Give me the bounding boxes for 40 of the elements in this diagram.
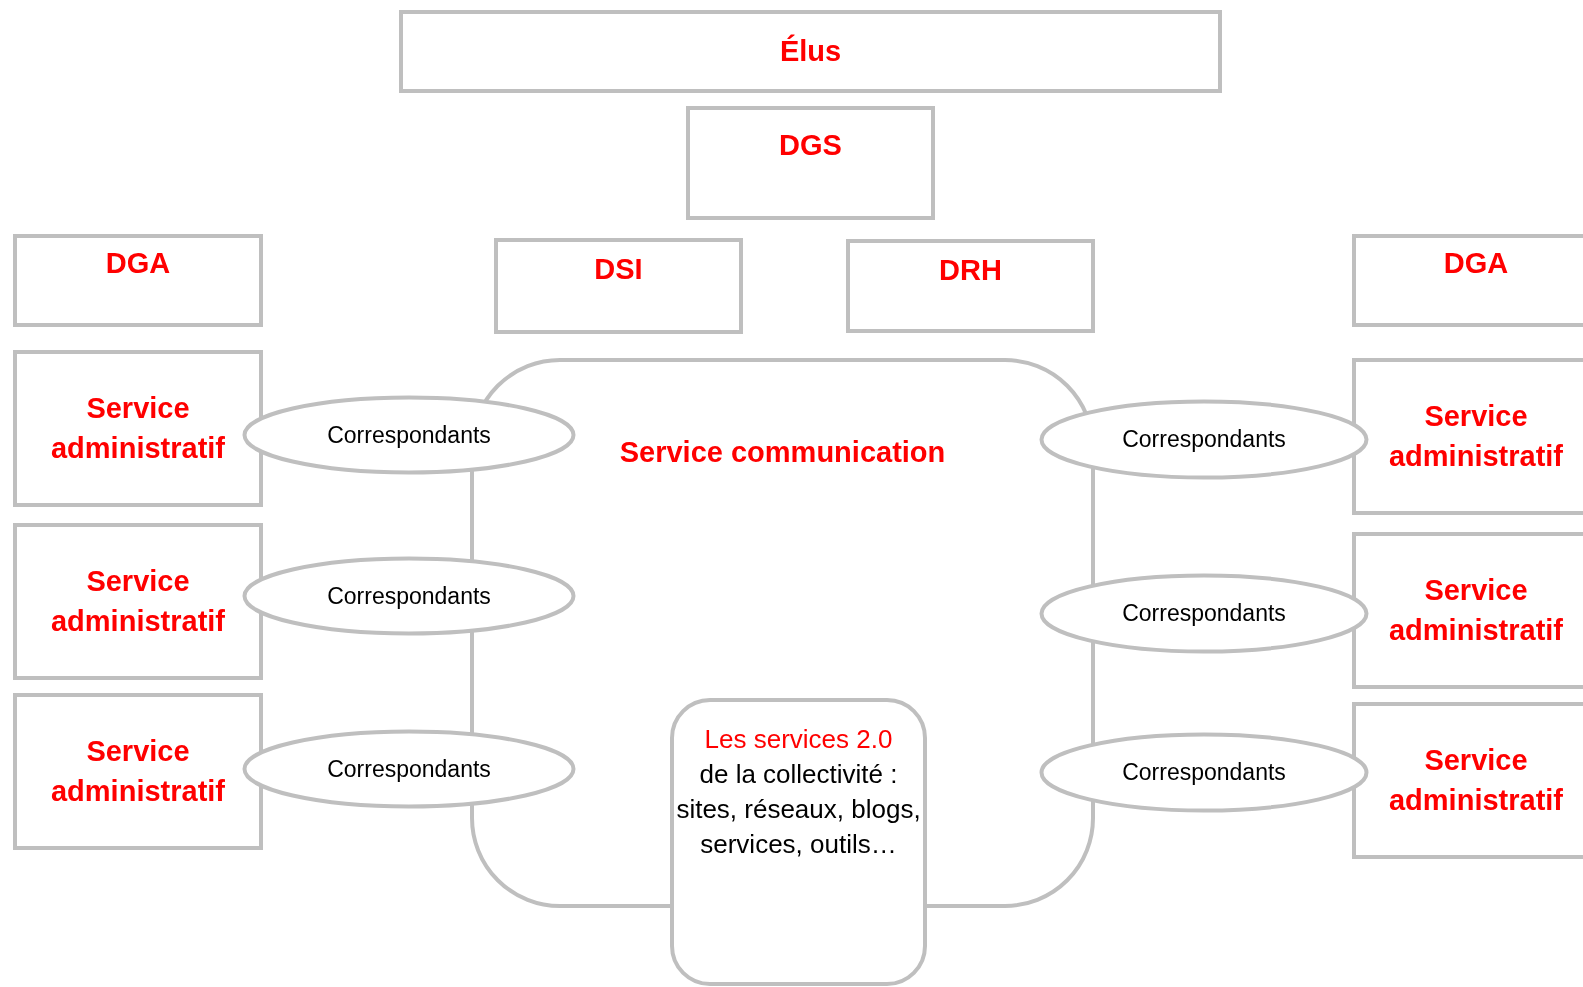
node-title: Service administratif xyxy=(1388,399,1564,474)
org-box xyxy=(1352,358,1583,515)
org-box xyxy=(494,238,743,334)
node-title: DGS xyxy=(779,128,842,163)
ellipse-node xyxy=(1039,573,1369,654)
node-label: Correspondants xyxy=(1122,426,1286,453)
node-title: DRH xyxy=(939,253,1002,288)
org-box xyxy=(399,10,1222,93)
org-box xyxy=(686,106,935,220)
node-title: Service administratif xyxy=(50,564,226,639)
node-title: Service administratif xyxy=(50,391,226,466)
node-label: Correspondants xyxy=(1122,600,1286,627)
node-title: DGA xyxy=(1443,246,1509,281)
ellipse-node xyxy=(242,556,576,636)
node-label: Correspondants xyxy=(327,755,491,783)
node-label: Correspondants xyxy=(327,582,491,610)
org-box xyxy=(1352,532,1583,689)
org-box xyxy=(13,234,263,327)
org-box xyxy=(846,239,1095,333)
node-label: Correspondants xyxy=(327,421,491,449)
org-box xyxy=(13,693,263,850)
heading-text: Les services 2.0 xyxy=(704,723,893,756)
body-text: de la collectivité : sites, réseaux, blogs, services, outils… xyxy=(675,758,922,862)
org-box xyxy=(13,523,263,680)
ellipse-node xyxy=(1039,732,1369,813)
node-title: Service communication xyxy=(619,435,946,470)
ellipse-node xyxy=(1039,399,1369,480)
org-box xyxy=(13,350,263,507)
node-title: Service administratif xyxy=(1388,743,1564,818)
org-box xyxy=(1352,702,1583,859)
node-label: Correspondants xyxy=(1122,759,1286,786)
org-box xyxy=(1352,234,1583,327)
node-title: Service administratif xyxy=(1388,573,1564,648)
node-title: DSI xyxy=(594,252,643,287)
node-title: DGA xyxy=(105,246,171,281)
ellipse-node xyxy=(242,729,576,809)
node-title: Service administratif xyxy=(50,734,226,809)
node-title: Élus xyxy=(779,33,842,69)
ellipse-node xyxy=(242,395,576,475)
rounded-box xyxy=(670,698,927,986)
